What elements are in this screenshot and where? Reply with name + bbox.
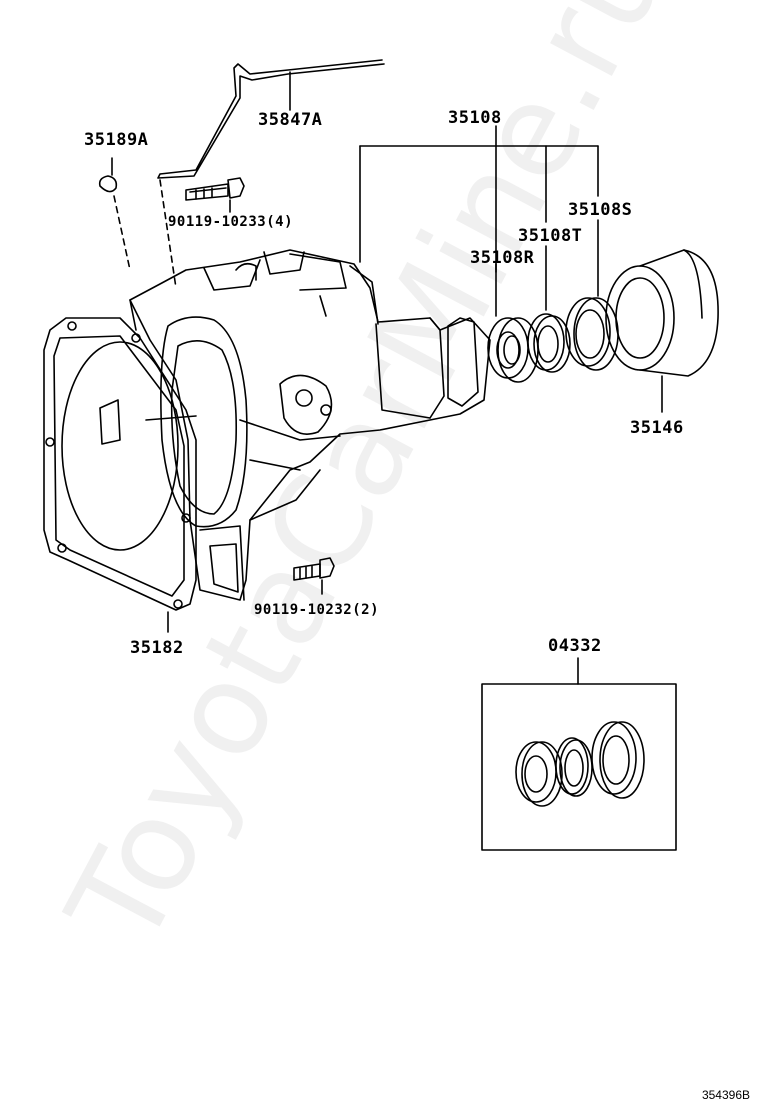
kit-box: [481, 657, 677, 851]
snap-ring: [527, 313, 571, 373]
part-label-sleeve: 35146: [630, 418, 684, 438]
dust-seal: [565, 297, 619, 371]
part-label-seal-r: 35108R: [470, 248, 535, 268]
upper-bolt: [159, 177, 245, 289]
leader-seal-group: [359, 125, 599, 317]
part-label-plug: 35189A: [84, 130, 149, 150]
part-label-seal-s: 35108S: [568, 200, 633, 220]
breather-wire: [157, 59, 385, 179]
extension-sleeve: [605, 249, 719, 413]
part-label-kit: 04332: [548, 636, 602, 656]
part-label-seal-group: 35108: [448, 108, 502, 128]
extension-housing: [99, 249, 491, 601]
part-label-seal-t: 35108T: [518, 226, 583, 246]
lower-bolt: [293, 557, 335, 595]
part-label-gasket: 35182: [130, 638, 184, 658]
part-label-bolt-lower: 90119-10232(2): [254, 602, 380, 618]
plug: [98, 157, 131, 271]
diagram-code: 354396B: [701, 1088, 750, 1102]
part-label-wire: 35847A: [258, 110, 323, 130]
part-label-bolt-upper: 90119-10233(4): [168, 214, 294, 230]
gasket: [43, 317, 197, 633]
